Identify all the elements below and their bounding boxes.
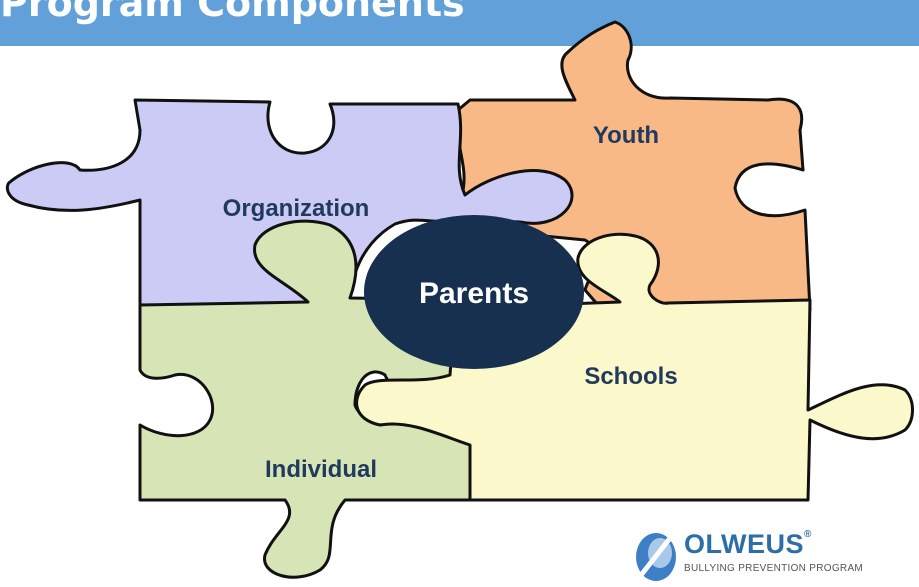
puzzle-piece-schools xyxy=(355,232,914,502)
label-individual: Individual xyxy=(265,456,377,483)
title-bar: Program Components xyxy=(0,0,919,46)
olweus-logo: OLWEUS® BULLYING PREVENTION PROGRAM xyxy=(634,525,904,585)
page-title: Program Components xyxy=(0,0,465,25)
label-parents: Parents xyxy=(419,277,529,310)
logo-wordmark: OLWEUS® xyxy=(684,529,812,559)
label-schools: Schools xyxy=(584,363,677,390)
puzzle-piece-organization xyxy=(5,98,574,307)
label-organization: Organization xyxy=(223,195,370,222)
logo-tagline: BULLYING PREVENTION PROGRAM xyxy=(684,563,864,574)
center-ellipse xyxy=(364,215,584,369)
label-youth: Youth xyxy=(593,122,659,149)
olweus-logo-mark-icon xyxy=(636,531,676,581)
